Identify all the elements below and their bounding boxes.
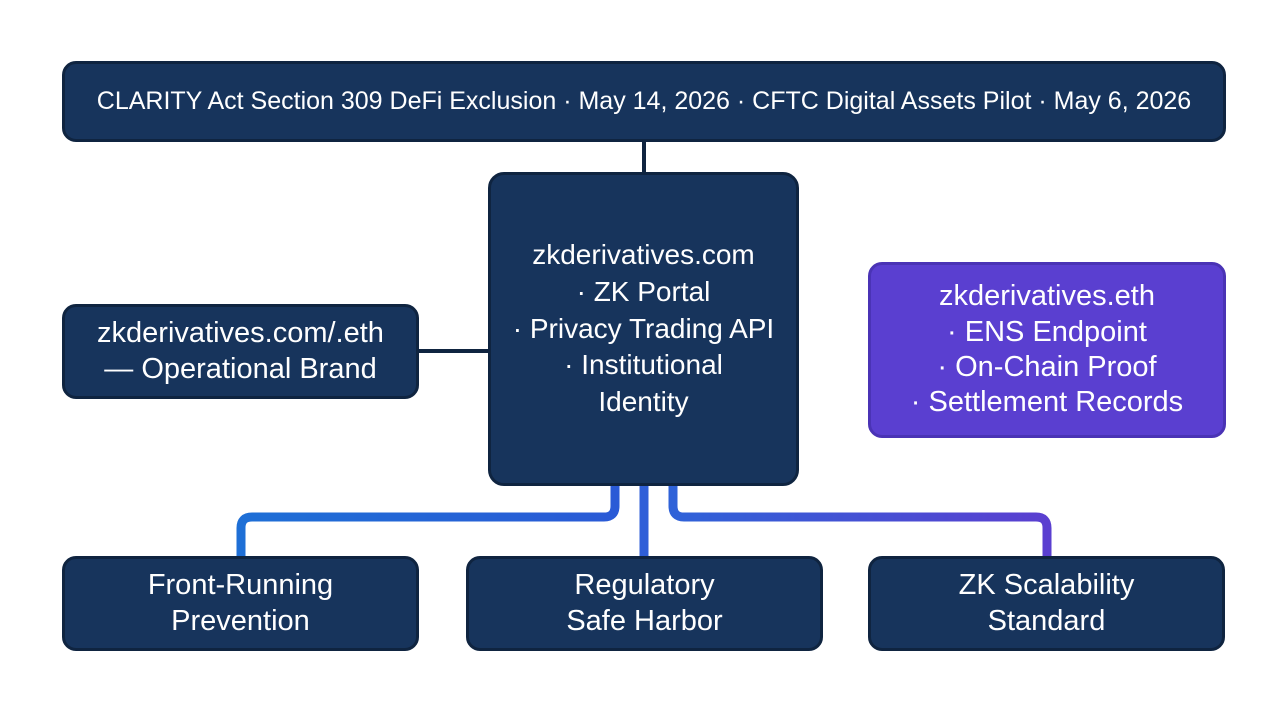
center-line-3: · Privacy Trading API (512, 312, 775, 344)
left-line-1: zkderivatives.com/.eth (97, 317, 384, 350)
center-line-5: Identity (598, 386, 689, 418)
bottom-1-line-1: Front-Running (147, 569, 334, 602)
right-line-1: zkderivatives.eth (939, 280, 1155, 313)
banner-text: CLARITY Act Section 309 DeFi Exclusion ·… (96, 87, 1192, 116)
zk-scalability-standard-node: ZK Scalability Standard (868, 556, 1225, 651)
front-running-prevention-node: Front-Running Prevention (62, 556, 419, 651)
regulatory-safe-harbor-node: Regulatory Safe Harbor (466, 556, 823, 651)
connector-center-bottom-left (236, 486, 620, 556)
right-line-3: · On-Chain Proof (937, 351, 1157, 383)
central-hub-node: zkderivatives.com · ZK Portal · Privacy … (488, 172, 799, 486)
operational-brand-node: zkderivatives.com/.eth — Operational Bra… (62, 304, 419, 399)
right-line-2: · ENS Endpoint (947, 315, 1147, 348)
bottom-2-line-2: Safe Harbor (566, 604, 723, 637)
center-line-2: · ZK Portal (576, 275, 711, 307)
ens-endpoint-node: zkderivatives.eth · ENS Endpoint · On-Ch… (868, 262, 1226, 438)
center-line-1: zkderivatives.com (532, 238, 755, 270)
connector-center-bottom-right (668, 486, 1052, 556)
bottom-3-line-2: Standard (987, 604, 1106, 637)
right-line-4: · Settlement Records (910, 386, 1184, 419)
bottom-2-line-1: Regulatory (574, 569, 715, 602)
center-line-4: · Institutional (564, 349, 723, 381)
left-line-2: — Operational Brand (104, 352, 377, 385)
bottom-1-line-2: Prevention (171, 604, 310, 637)
regulatory-timeline-banner: CLARITY Act Section 309 DeFi Exclusion ·… (62, 61, 1226, 142)
bottom-3-line-1: ZK Scalability (958, 569, 1135, 602)
